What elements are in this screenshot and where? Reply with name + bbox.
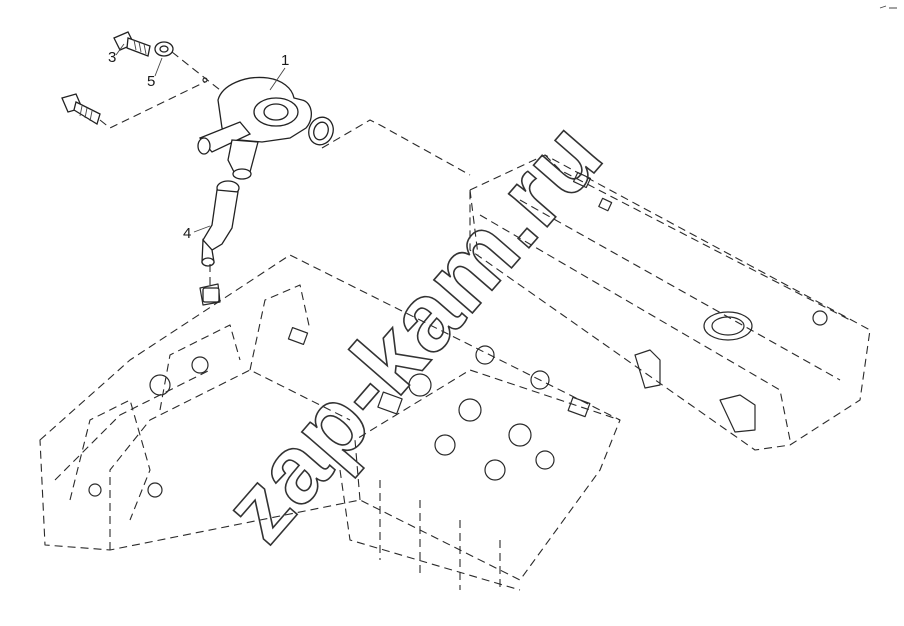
leader-bolt-upper [171, 51, 221, 91]
leader-4 [193, 225, 211, 233]
leader-5 [154, 57, 163, 77]
leader-1 [269, 67, 286, 91]
part-1-breather-housing [197, 76, 312, 180]
callout-3: 3 [108, 49, 116, 66]
watermark-text: zap-kam.ru [203, 102, 623, 562]
callout-5: 5 [147, 73, 155, 90]
leader-hose-to-cover [321, 119, 471, 176]
part-4-hose [201, 180, 240, 303]
part-3-bolt [113, 31, 151, 57]
callout-1: 1 [281, 52, 289, 69]
seal-ring [308, 116, 334, 146]
bolt-lower [61, 93, 101, 125]
part-5-washer [154, 41, 174, 57]
cylinder-head-block [39, 254, 621, 591]
leader-3 [115, 43, 125, 56]
cylinder-head-cover [469, 154, 871, 451]
callout-4: 4 [183, 225, 191, 242]
corner-mark [879, 5, 897, 9]
small-dot [202, 77, 208, 83]
leader-bolt-lower [99, 81, 206, 129]
